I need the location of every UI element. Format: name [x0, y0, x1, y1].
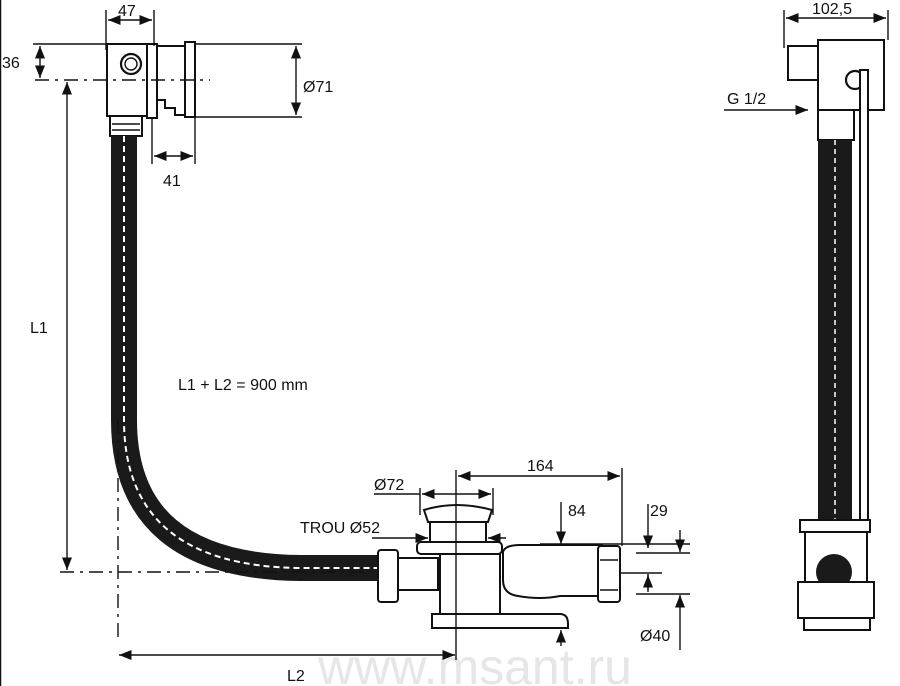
dim-label: 84 [568, 503, 586, 520]
dim-label: 29 [650, 503, 668, 520]
dim-l1: L1 [30, 82, 73, 570]
dim-label: 164 [527, 458, 554, 475]
dim-label: Ø72 [374, 477, 404, 494]
watermark: www.msant.ru [317, 639, 632, 686]
dim-47: 47 [105, 3, 155, 50]
dim-label: 47 [118, 3, 136, 20]
side-view [787, 39, 885, 631]
dim-71: Ø71 [195, 43, 333, 118]
dim-label: Ø40 [640, 628, 670, 645]
dim-102-5: 102,5 [783, 1, 889, 48]
dim-72: Ø72 [374, 477, 494, 515]
overflow-head [106, 41, 196, 137]
dim-label: L2 [287, 668, 305, 685]
dim-84: 84 [540, 502, 690, 646]
dim-164: 164 [458, 458, 623, 546]
dim-label: 41 [163, 173, 181, 190]
dim-thread: G 1/2 [724, 91, 808, 116]
dim-29: 29 [620, 503, 668, 592]
dim-label: TROU Ø52 [300, 520, 380, 537]
dim-l2: L2 [119, 470, 457, 685]
flexible-hose [111, 136, 380, 581]
total-length-note: L1 + L2 = 900 mm [178, 377, 308, 394]
dim-label: L1 [30, 320, 48, 337]
dim-label: 102,5 [812, 1, 852, 18]
dim-trou-52: TROU Ø52 [300, 520, 506, 544]
dim-label: 36 [2, 55, 20, 72]
dim-40: Ø40 [636, 530, 690, 650]
dim-label: G 1/2 [727, 91, 766, 108]
dim-41: 41 [151, 118, 196, 190]
dim-label: Ø71 [303, 79, 333, 96]
drain-assembly [377, 504, 621, 629]
dim-36: 36 [2, 43, 150, 78]
